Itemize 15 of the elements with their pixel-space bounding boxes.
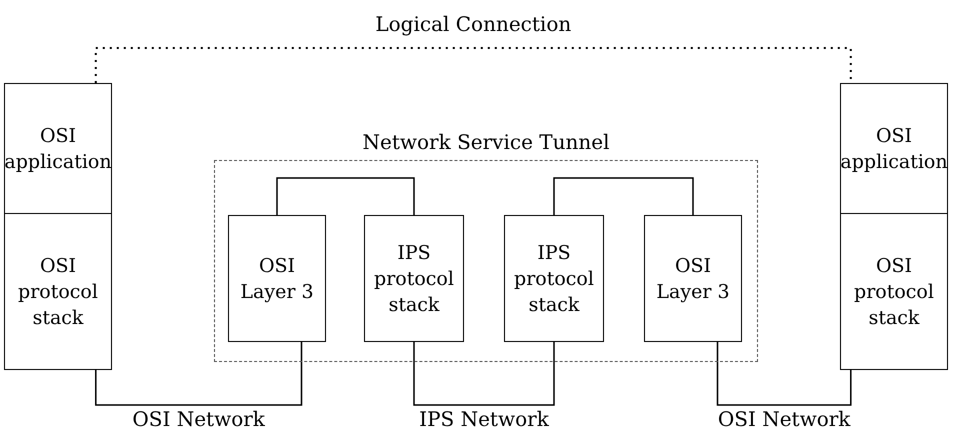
layer-box: OSI application	[840, 83, 948, 214]
layer-box: OSI Layer 3	[228, 215, 326, 342]
layer-box: IPS protocol stack	[364, 215, 464, 342]
connector-line	[413, 342, 555, 406]
layer-box: OSI application	[4, 83, 112, 214]
layer-box: IPS protocol stack	[504, 215, 604, 342]
connector-line	[95, 342, 302, 406]
connector-line	[716, 342, 852, 406]
layer-box: OSI protocol stack	[4, 213, 112, 370]
group-heading: Network Service Tunnel	[362, 129, 610, 156]
layer-box: OSI protocol stack	[840, 213, 948, 370]
connector-line	[276, 177, 415, 215]
layer-box: OSI Layer 3	[644, 215, 742, 342]
connector-line	[553, 177, 694, 215]
dotted-connector	[94, 47, 852, 83]
